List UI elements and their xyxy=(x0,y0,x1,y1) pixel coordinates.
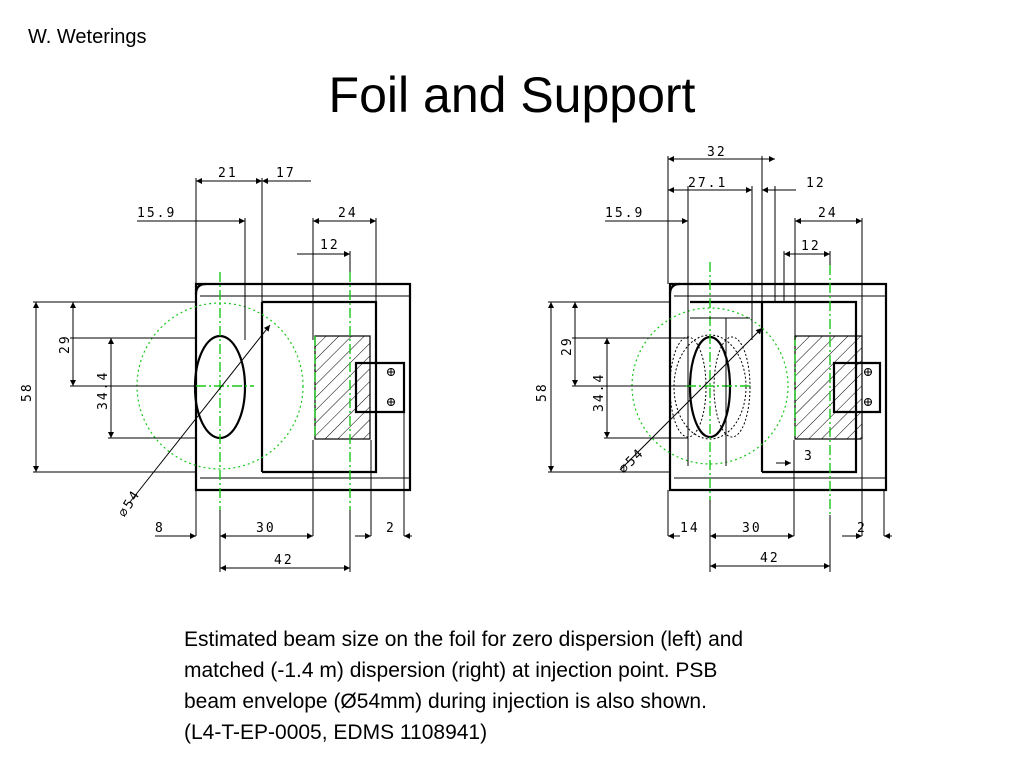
right-dim-15-9: 15.9 xyxy=(605,206,644,221)
right-dim-12-top: 12 xyxy=(806,176,826,191)
left-dim-15-9: 15.9 xyxy=(137,206,176,221)
right-dim-58: 58 xyxy=(535,382,550,402)
right-drawing: 32 27.1 12 15.9 24 12 58 29 34.4 ⌀54 3 1… xyxy=(535,145,892,572)
left-drawing: 21 17 15.9 24 12 58 29 34.4 ⌀54 8 30 2 4… xyxy=(20,166,412,572)
right-dim-27-1: 27.1 xyxy=(688,176,727,191)
left-dim-24: 24 xyxy=(338,206,358,221)
right-dim-29: 29 xyxy=(560,336,575,356)
left-dim-2: 2 xyxy=(386,521,396,536)
right-dim-14: 14 xyxy=(680,521,700,536)
author-name: W. Weterings xyxy=(28,26,147,48)
caption-line: (L4-T-EP-0005, EDMS 1108941) xyxy=(184,721,488,744)
technical-drawings: 21 17 15.9 24 12 58 29 34.4 ⌀54 8 30 2 4… xyxy=(20,145,892,572)
left-dim-17: 17 xyxy=(276,166,296,181)
left-dim-8: 8 xyxy=(155,521,165,536)
right-dim-34-4: 34.4 xyxy=(592,373,607,412)
right-dim-12: 12 xyxy=(801,239,821,254)
right-dim-2: 2 xyxy=(857,521,867,536)
left-dim-30: 30 xyxy=(256,521,276,536)
right-dim-24: 24 xyxy=(818,206,838,221)
right-dim-30: 30 xyxy=(742,521,762,536)
left-dim-diam-54: ⌀54 xyxy=(116,487,144,520)
figure-caption: Estimated beam size on the foil for zero… xyxy=(184,624,844,748)
left-dim-42: 42 xyxy=(274,553,294,568)
right-frame xyxy=(668,282,888,492)
left-dim-34-4: 34.4 xyxy=(96,371,111,410)
left-dim-58: 58 xyxy=(20,382,35,402)
caption-line: beam envelope (Ø54mm) during injection i… xyxy=(184,690,707,713)
right-dim-32: 32 xyxy=(707,145,727,160)
left-dim-21: 21 xyxy=(218,166,238,181)
left-dim-29: 29 xyxy=(58,334,73,354)
left-dim-12: 12 xyxy=(320,238,340,253)
right-dim-3: 3 xyxy=(804,449,814,464)
caption-line: matched (-1.4 m) dispersion (right) at i… xyxy=(184,659,718,682)
caption-line: Estimated beam size on the foil for zero… xyxy=(184,628,744,651)
right-dim-42: 42 xyxy=(760,551,780,566)
slide-title: Foil and Support xyxy=(328,67,696,123)
left-frame xyxy=(194,282,412,492)
